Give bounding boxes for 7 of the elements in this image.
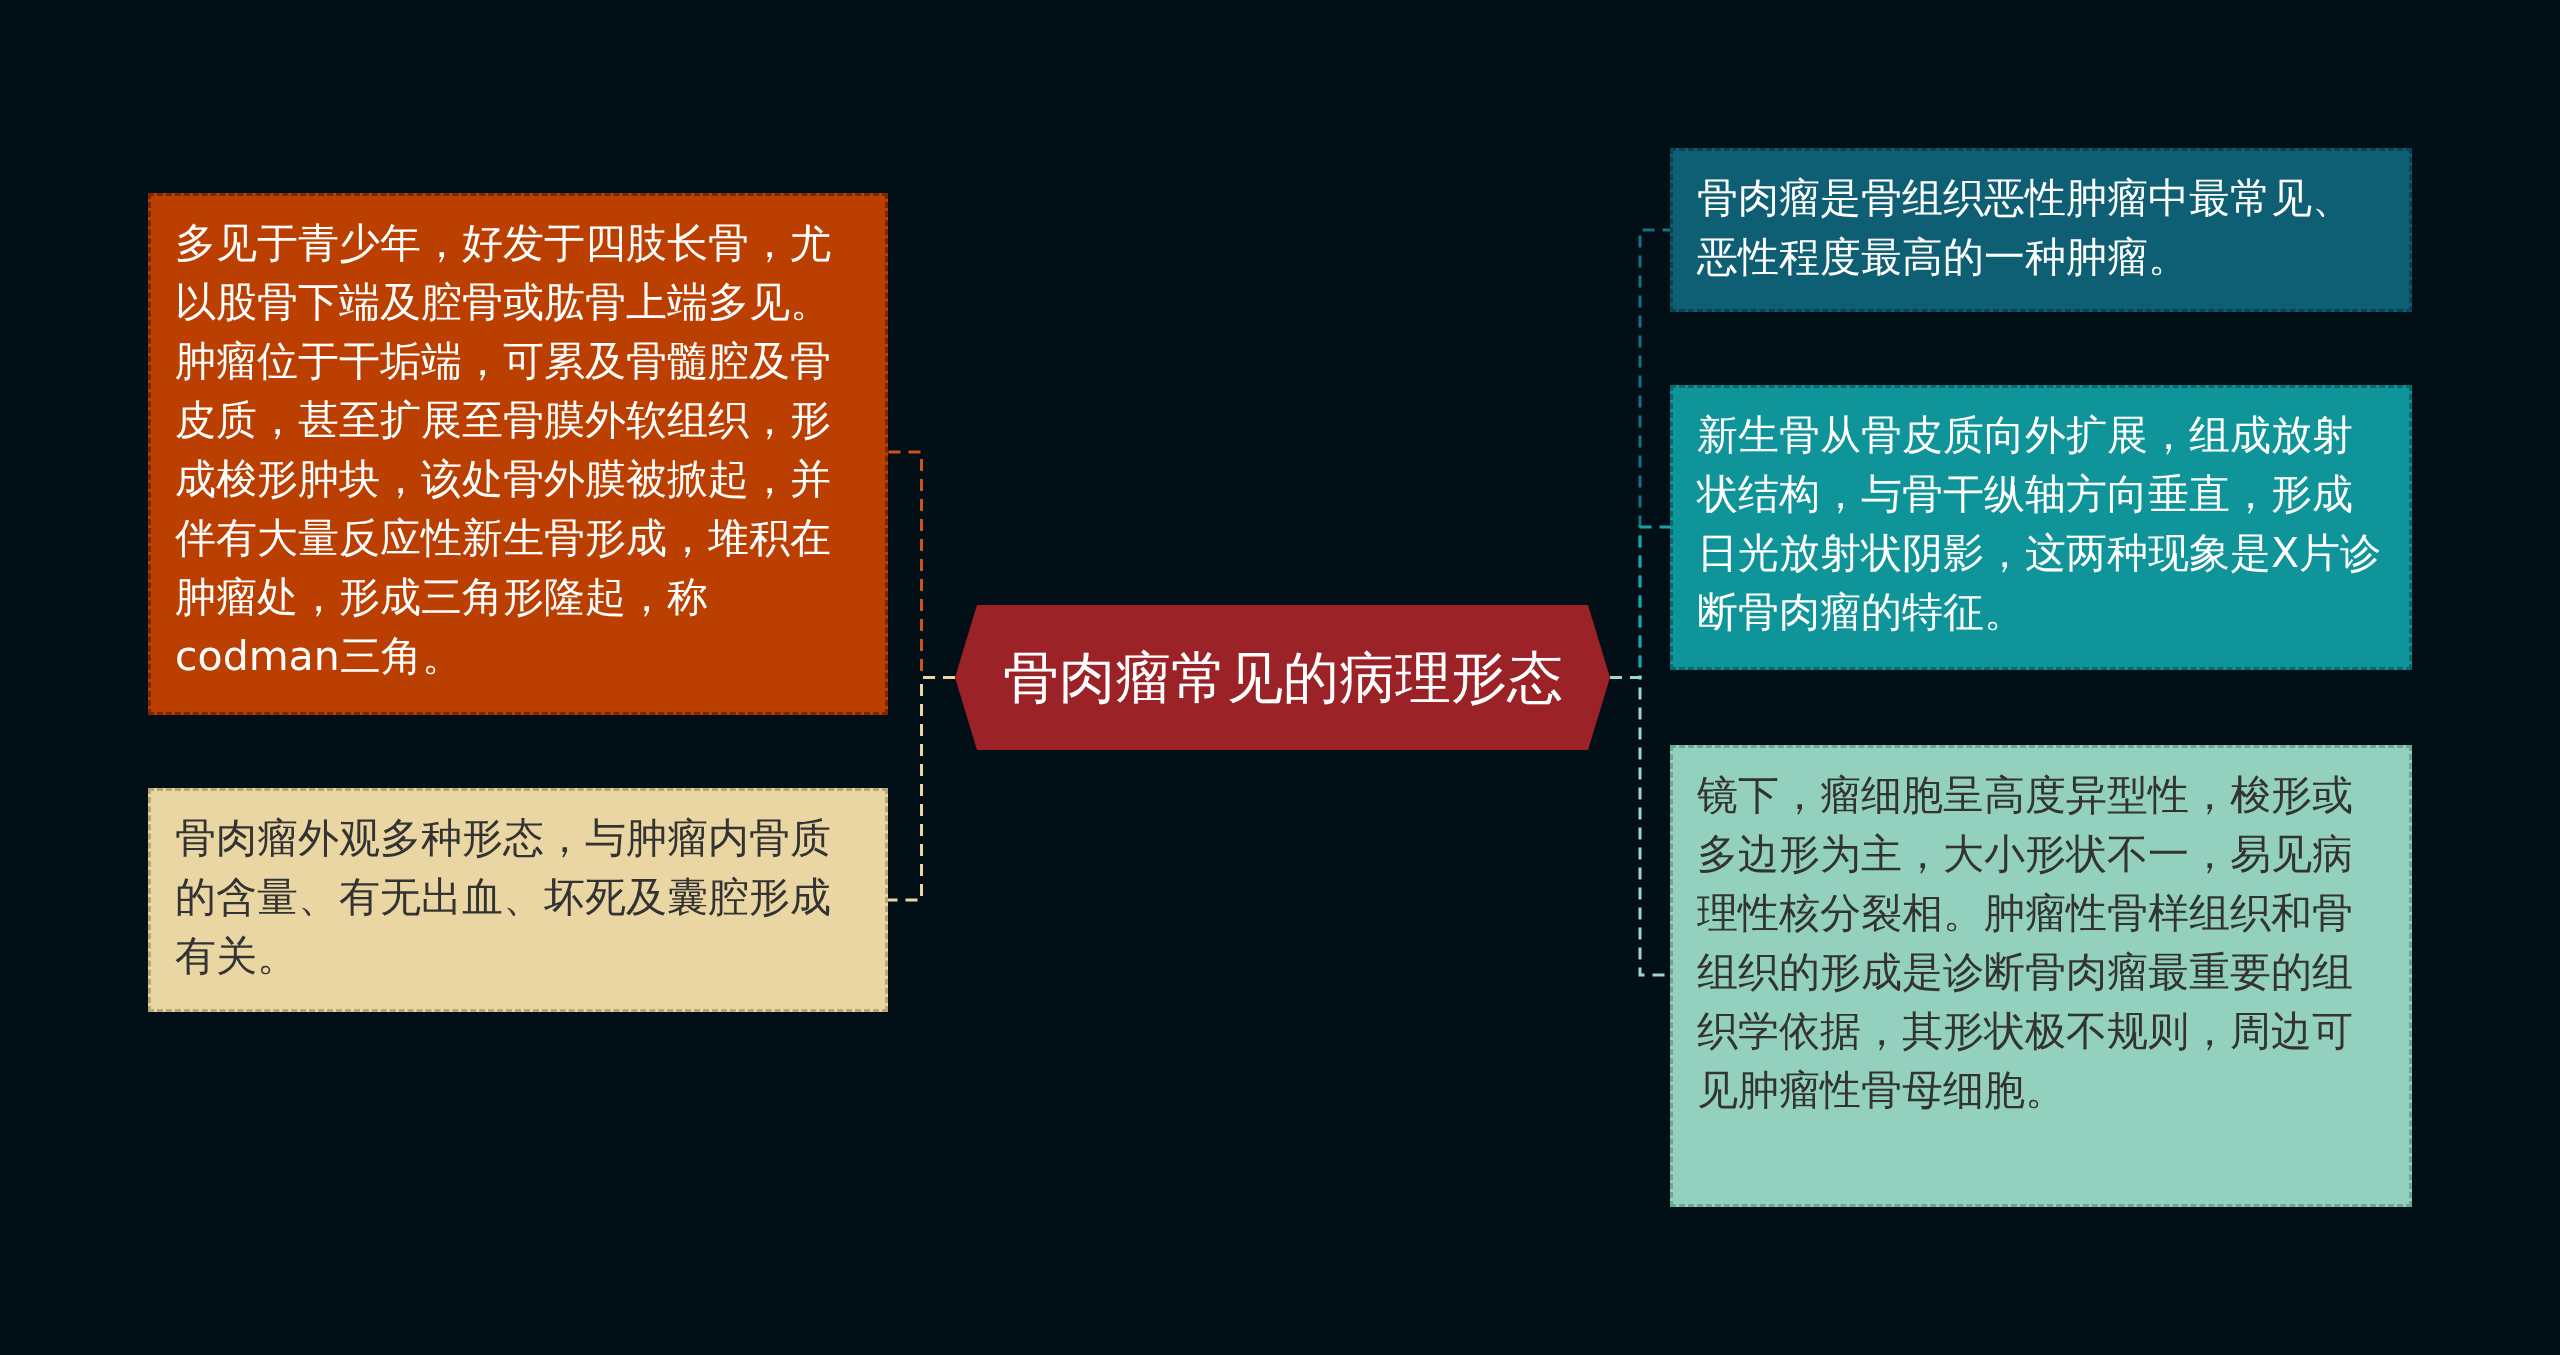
note-box: 骨肉瘤是骨组织恶性肿瘤中最常见、恶性程度最高的一种肿瘤。 bbox=[1670, 148, 2412, 312]
title-text: 骨肉瘤常见的病理形态 bbox=[1001, 643, 1564, 712]
note-box: 骨肉瘤外观多种形态，与肿瘤内骨质的含量、有无出血、坏死及囊腔形成有关。 bbox=[148, 788, 888, 1012]
note-box: 多见于青少年，好发于四肢长骨，尤以股骨下端及腔骨或肱骨上端多见。肿瘤位于干垢端，可累及骨髓腔及骨皮质，甚至扩展至骨膜外软组织，形成梭形肿块，该处骨外膜被掀起，并伴有大量反应性新生骨形成，堆积在肿瘤处，形成三角形隆起，称codman三角。 bbox=[148, 193, 888, 715]
note-box: 新生骨从骨皮质向外扩展，组成放射状结构，与骨干纵轴方向垂直，形成日光放射状阴影，这两种现象是X片诊断骨肉瘤的特征。 bbox=[1670, 385, 2412, 670]
note-box: 镜下，瘤细胞呈高度异型性，梭形或多边形为主，大小形状不一，易见病理性核分裂相。肿瘤性骨样组织和骨组织的形成是诊断骨肉瘤最重要的组织学依据，其形状极不规则，周边可见肿瘤性骨母细胞。 bbox=[1670, 745, 2412, 1207]
connector-line bbox=[888, 676, 955, 902]
